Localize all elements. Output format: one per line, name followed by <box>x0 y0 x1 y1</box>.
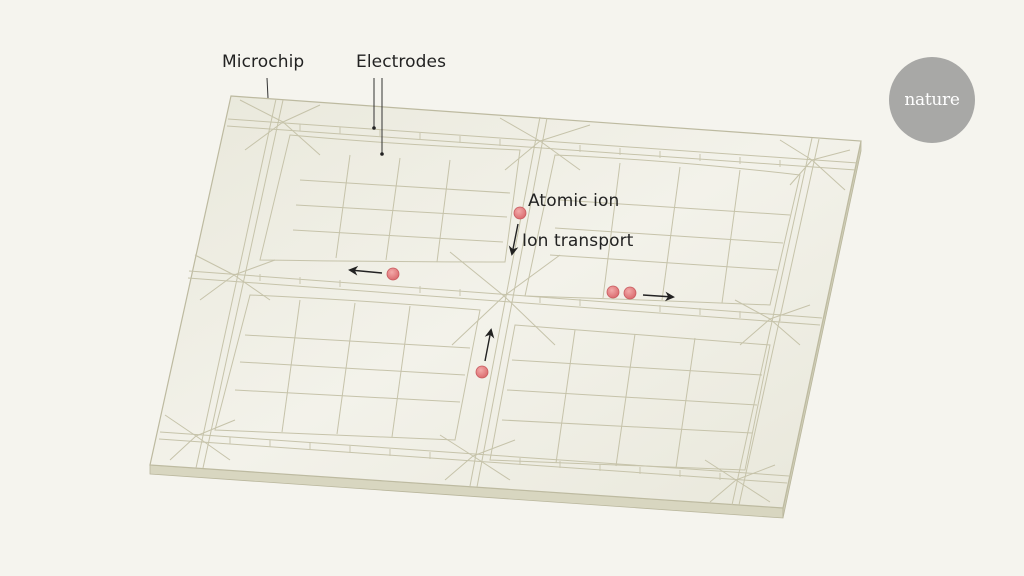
logo-text: nature <box>904 90 960 110</box>
ion-transport-label: Ion transport <box>522 231 634 251</box>
ion-right-channel-2 <box>623 286 637 300</box>
ion-top-channel <box>513 206 527 220</box>
electrodes-label: Electrodes <box>356 52 447 72</box>
ion-bottom-channel <box>475 365 489 379</box>
ion-right-channel-1 <box>606 285 620 299</box>
atomic-ion-label: Atomic ion <box>528 191 620 211</box>
ion-left-channel <box>386 267 400 281</box>
atomic-ions <box>386 206 637 379</box>
transport-arrows <box>348 223 675 362</box>
electrode-pointer-dot <box>380 152 384 156</box>
microchip-label: Microchip <box>222 52 305 72</box>
electrode-pointer-dot <box>372 126 376 130</box>
electrode-pattern <box>158 98 859 506</box>
leader-lines <box>266 77 383 154</box>
nature-logo: nature <box>889 57 975 143</box>
